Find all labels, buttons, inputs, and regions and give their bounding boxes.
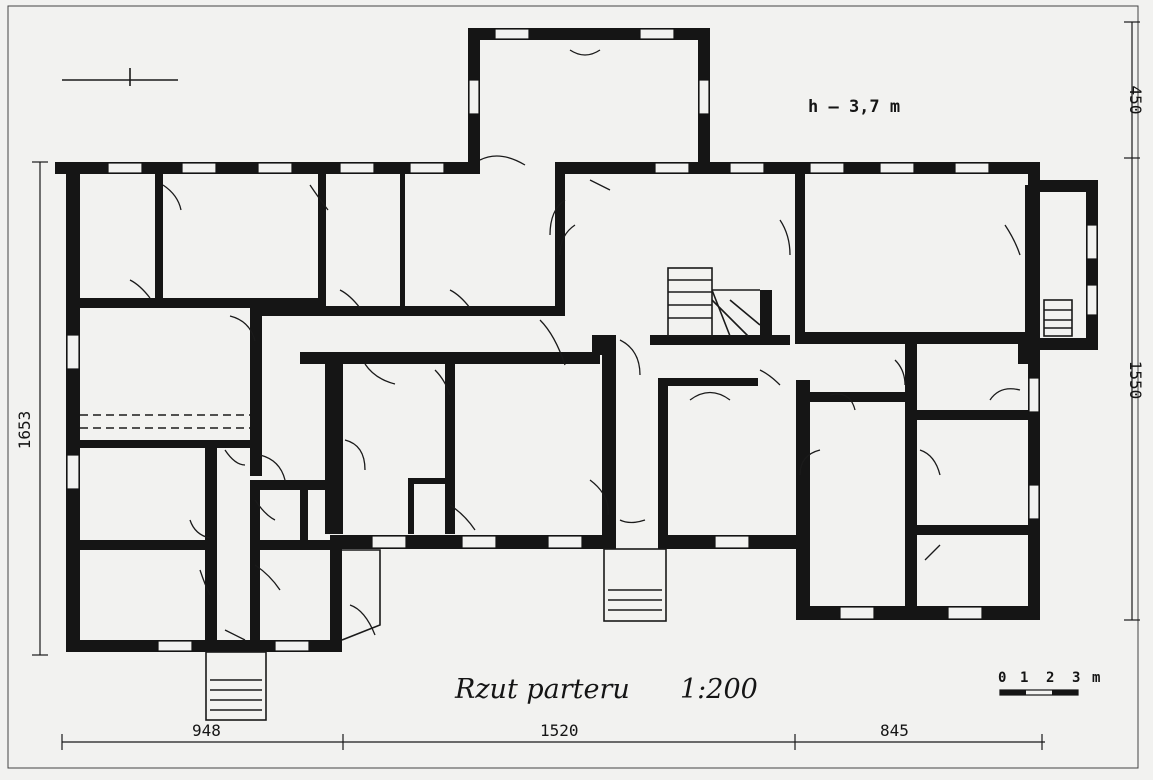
scalebar-tick-2: 2 <box>1046 670 1054 686</box>
interior-walls <box>80 162 1040 640</box>
dim-right-main: 1550 <box>1126 361 1145 400</box>
dimension-lines <box>32 21 1140 750</box>
windows <box>66 28 1098 652</box>
north-mark <box>62 68 178 86</box>
scalebar-tick-3: 3 <box>1072 670 1080 686</box>
dim-bottom-1: 948 <box>192 721 221 740</box>
plan-title: Rzut parteru <box>454 674 630 705</box>
scalebar-tick-1: 1 <box>1020 670 1028 686</box>
dim-bottom-2: 1520 <box>540 721 579 740</box>
plan-scale: 1:200 <box>680 674 758 705</box>
stairs <box>80 267 1073 721</box>
scalebar-unit: m <box>1092 670 1100 686</box>
drawing-frame <box>7 5 1139 769</box>
dim-bottom-3: 845 <box>880 721 909 740</box>
doors <box>129 49 1021 641</box>
scale-bar: 0 1 2 3 m <box>998 670 1100 696</box>
dim-right-top: 450 <box>1126 86 1145 115</box>
dim-left: 1653 <box>15 411 34 450</box>
height-note: h — 3,7 m <box>808 97 900 117</box>
scalebar-tick-0: 0 <box>998 670 1006 686</box>
